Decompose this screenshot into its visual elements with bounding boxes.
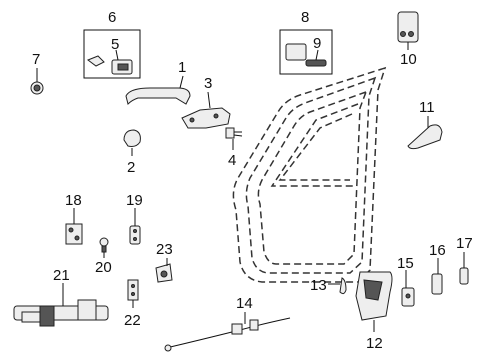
- callout-12: 12: [366, 335, 383, 352]
- door-frame: [232, 66, 387, 283]
- lock-cable-part: [164, 317, 291, 352]
- bolt-part-20: [99, 237, 109, 253]
- handle-pad-part: [123, 129, 141, 147]
- callout-21: 21: [53, 267, 70, 284]
- callout-15: 15: [397, 255, 414, 272]
- callout-13: 13: [310, 277, 327, 294]
- plate-part-19: [129, 225, 141, 245]
- rod-part-13: [339, 277, 347, 295]
- callout-16: 16: [429, 242, 446, 259]
- callout-10: 10: [400, 51, 417, 68]
- callout-19: 19: [126, 192, 143, 209]
- leader-1: [179, 75, 184, 89]
- key-cylinder-part: [86, 55, 133, 75]
- callout-14: 14: [236, 295, 253, 312]
- callout-1: 1: [178, 59, 186, 76]
- leader-5: [115, 49, 119, 61]
- leader-3: [207, 91, 211, 109]
- callout-17: 17: [456, 235, 473, 252]
- inside-handle-part: [407, 124, 443, 150]
- callout-8: 8: [301, 9, 309, 26]
- callout-6: 6: [108, 9, 116, 26]
- inner-bezel-part: [397, 11, 419, 43]
- callout-23: 23: [156, 241, 173, 258]
- leader-9: [315, 49, 319, 61]
- door-check-part: [13, 299, 109, 327]
- part-8-box: [279, 29, 333, 75]
- bracket-part-22: [127, 279, 139, 301]
- outside-handle-part: [125, 87, 191, 105]
- latch-part-15: [401, 287, 415, 307]
- callout-9: 9: [313, 35, 321, 52]
- clip-part-4: [225, 127, 243, 139]
- hinge-part-18: [65, 223, 83, 245]
- handle-frame-part: [181, 107, 231, 129]
- callout-4: 4: [228, 152, 236, 169]
- callout-22: 22: [124, 312, 141, 329]
- callout-3: 3: [204, 75, 212, 92]
- callout-11: 11: [419, 99, 435, 116]
- part-6-box: [83, 29, 141, 79]
- callout-18: 18: [65, 192, 82, 209]
- callout-2: 2: [127, 159, 135, 176]
- small-part-17: [459, 267, 469, 285]
- bolt-part-7: [30, 81, 44, 95]
- cover-part-16: [431, 273, 443, 295]
- callout-5: 5: [111, 36, 119, 53]
- lock-cylinder-part: [285, 43, 327, 67]
- callout-20: 20: [95, 259, 112, 276]
- callout-7: 7: [32, 51, 40, 68]
- lock-assembly-part: [355, 271, 393, 321]
- striker-part-23: [155, 263, 173, 283]
